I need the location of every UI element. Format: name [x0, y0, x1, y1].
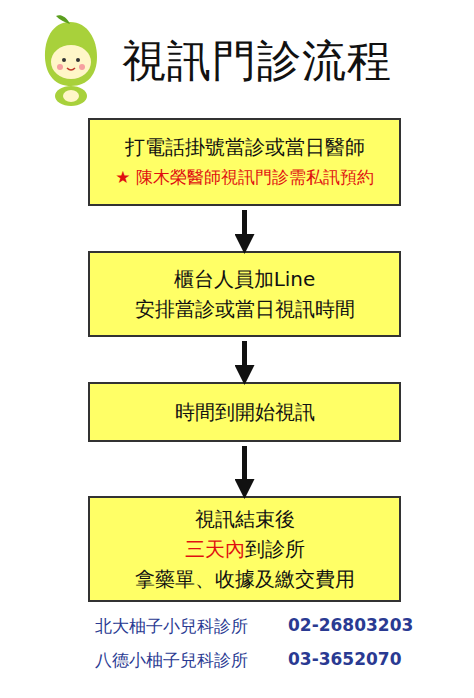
flow-arrow [242, 341, 247, 377]
flow-arrow [242, 210, 247, 246]
box-text: 視訊結束後 [195, 504, 295, 534]
box-text: 拿藥單、收據及繳交費用 [135, 564, 355, 594]
box-text: ★ 陳木榮醫師視訊門診需私訊預約 [115, 162, 374, 192]
box-text: 安排當診或當日視訊時間 [135, 294, 355, 324]
process-box: 櫃台人員加Line安排當診或當日視訊時間 [88, 251, 401, 337]
process-box: 時間到開始視訊 [88, 382, 401, 442]
mascot-face [51, 45, 91, 79]
box-text: 到診所 [245, 537, 305, 561]
mascot-mouth [67, 68, 75, 70]
process-box: 視訊結束後三天內到診所拿藥單、收據及繳交費用 [88, 496, 401, 602]
mascot-leaf [56, 15, 70, 24]
mascot-eye [76, 58, 80, 62]
text-row: 三天內到診所 [185, 534, 305, 564]
diagram-title: 視訊門診流程 [122, 32, 392, 91]
box-text: 時間到開始視訊 [175, 397, 315, 427]
mascot-body [55, 86, 87, 106]
mascot-cheek [57, 64, 63, 70]
process-box: 打電話掛號當診或當日醫師★ 陳木榮醫師視訊門診需私訊預約 [88, 118, 401, 206]
clinic-label: 03-3652070 [288, 649, 402, 669]
mascot-head [45, 22, 97, 86]
flow-arrow [242, 446, 247, 491]
clinic-label: 八德小柚子兒科診所 [95, 649, 248, 672]
box-text: 打電話掛號當診或當日醫師 [125, 132, 365, 162]
clinic-label: 02-26803203 [288, 615, 413, 635]
mascot-cheek [79, 64, 85, 70]
mascot-bg [38, 12, 104, 108]
box-text: 三天內 [185, 537, 245, 561]
mascot-belly [63, 90, 79, 102]
clinic-label: 北大柚子小兒科診所 [95, 615, 248, 638]
box-text: 櫃台人員加Line [174, 264, 316, 294]
mascot-eye [62, 58, 66, 62]
